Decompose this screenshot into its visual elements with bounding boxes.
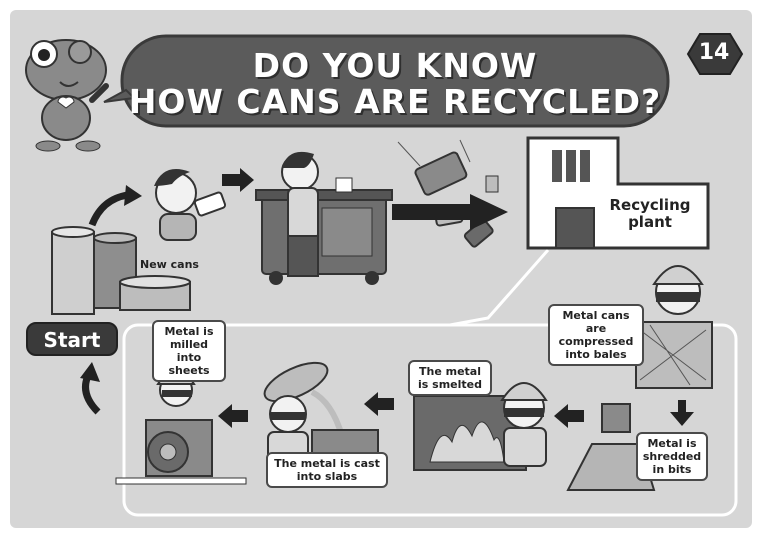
milling-machine-icon (116, 370, 246, 484)
recycling-plant-label: Recycling plant (600, 197, 700, 231)
furnace-worker-icon (414, 383, 546, 470)
step-compressed-label: Metal cans are compressed into bales (548, 304, 644, 366)
step-cast-label: The metal is cast into slabs (266, 452, 388, 488)
frog-mascot-icon (26, 40, 106, 151)
arrow-left-icon (554, 404, 584, 428)
page-title-line1: DO YOU KNOW (122, 46, 668, 85)
arrow-right-icon (222, 168, 254, 192)
step-smelted-label: The metal is smelted (408, 360, 492, 396)
page-title-line2: HOW CANS ARE RECYCLED? (122, 82, 668, 121)
step-milled-label: Metal is milled into sheets (152, 320, 226, 382)
arrow-left-icon (364, 392, 394, 416)
plant-connector-line (450, 250, 548, 325)
curved-arrow-icon (92, 195, 128, 225)
casting-worker-icon (259, 355, 378, 466)
worker-with-bale-icon (636, 266, 712, 388)
child-drinking-icon (154, 169, 226, 240)
arrow-left-icon (218, 404, 248, 428)
new-cans-label: New cans (140, 258, 199, 271)
start-button[interactable]: Start (26, 322, 118, 356)
recycling-bin-icon (256, 152, 392, 285)
step-shredded-label: Metal is shredded in bits (636, 432, 708, 481)
page-number-badge: 14 (688, 40, 740, 65)
flying-cans-icon (398, 140, 498, 248)
arrow-down-icon (670, 400, 694, 426)
recycling-plant-icon (528, 138, 708, 248)
